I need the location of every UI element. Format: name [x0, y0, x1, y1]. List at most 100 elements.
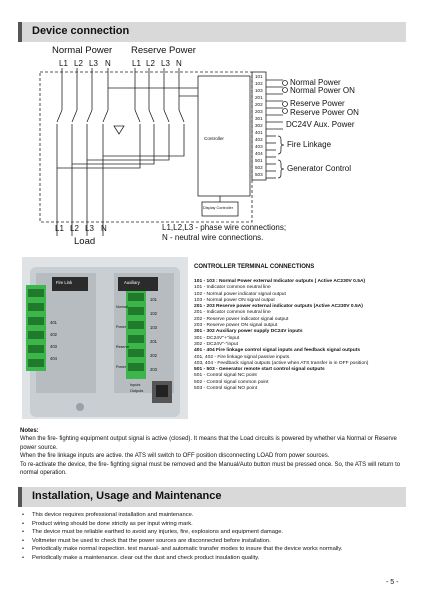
normal-power-label: Normal Power: [52, 45, 113, 56]
section-header-device-connection: Device connection: [18, 22, 406, 42]
section-header-installation: Installation, Usage and Maintenance: [18, 487, 406, 507]
normal-phase-n: N: [105, 59, 111, 68]
terminal-line: 301 - DC24V"+"input: [194, 335, 240, 341]
notes-block: Notes: When the fire- fighting equipment…: [20, 427, 410, 477]
photo-terminal-401: 401: [50, 320, 57, 325]
photo-terminal-203: 203: [150, 367, 157, 372]
terminal-line: 501 - Control signal NC point: [194, 373, 257, 379]
photo-label-fire-link: Fire Link: [56, 280, 73, 285]
load-phase-l3: L3: [85, 224, 94, 233]
output-reserve-power-on: Reserve Power ON: [290, 108, 359, 117]
output-normal-power: Normal Power: [290, 78, 341, 87]
load-phase-l1: L1: [55, 224, 64, 233]
load-phase-l2: L2: [70, 224, 79, 233]
normal-phase-l2: L2: [74, 59, 83, 68]
notes-paragraph-3: To re-activate the device, the fire- fig…: [20, 461, 401, 477]
list-item: The device must be reliable earthed to a…: [22, 528, 407, 537]
terminal-line: 201 - Indicator common neutral line: [194, 310, 271, 316]
terminal-line: 401, 402 - Fire linkage signal passive i…: [194, 354, 290, 360]
installation-list: This device requires professional instal…: [22, 511, 407, 563]
terminal-302: 302: [255, 123, 263, 128]
terminals-title: CONTROLLER TERMINAL CONNECTIONS: [194, 264, 315, 270]
list-item: This device requires professional instal…: [22, 511, 407, 520]
controller-photo-drawing: [22, 257, 188, 419]
terminal-203: 203: [255, 109, 263, 114]
legend-line-2: N - neutral wire connections.: [162, 233, 264, 242]
list-item: Periodically make normal inspection. tes…: [22, 545, 407, 554]
notes-heading: Notes:: [20, 428, 39, 434]
terminal-501: 501: [255, 158, 263, 163]
terminal-line: 301 - 302 Auxiliary power supply DC24V i…: [194, 329, 303, 335]
terminal-line: 401 - 404 Fire linkage control signal in…: [194, 348, 361, 354]
reserve-phase-l3: L3: [161, 59, 170, 68]
wiring-diagram: [39, 68, 288, 236]
legend-line-1: L1,L2,L3 - phase wire connections;: [162, 223, 287, 232]
photo-terminal-402: 402: [50, 332, 57, 337]
terminal-403: 403: [255, 144, 263, 149]
output-fire-linkage: Fire Linkage: [287, 140, 332, 149]
photo-small-label-normal: Normal: [116, 305, 128, 309]
photo-small-label-power-1: Power: [116, 325, 127, 329]
terminal-401: 401: [255, 130, 263, 135]
notes-paragraph-2: When the fire linkage inputs are active.…: [20, 453, 330, 460]
terminal-line: 202 - Reserve power indicator signal out…: [194, 316, 289, 322]
terminal-404: 404: [255, 151, 263, 156]
list-item: Voltmeter must be used to check that the…: [22, 537, 407, 546]
photo-terminal-403: 403: [50, 344, 57, 349]
photo-left-terminals: 401 402 403 404: [50, 317, 57, 365]
terminal-line: 403, 404 - Feedback signal outputs (acti…: [194, 360, 369, 366]
terminal-line: 102 - Normal power indicator signal outp…: [194, 291, 286, 297]
controller-label: Controller: [204, 136, 224, 141]
photo-terminal-103: 103: [150, 325, 157, 330]
display-controller-label: Display Controller: [203, 206, 233, 210]
section-title: Installation, Usage and Maintenance: [32, 490, 222, 502]
photo-right-terminals: 101 102 103 201 202 203: [150, 293, 157, 377]
list-item: Product wiring should be done strictly a…: [22, 520, 407, 529]
notes-paragraph-1: When the fire- fighting equipment output…: [20, 436, 397, 451]
photo-terminal-102: 102: [150, 311, 157, 316]
terminal-number-column: 101 102 103 201 202 203 301 302 401 402 …: [255, 73, 263, 178]
normal-phase-l3: L3: [89, 59, 98, 68]
load-label: Load: [74, 236, 96, 247]
page-number: - 5 -: [386, 579, 399, 586]
output-reserve-power: Reserve Power: [290, 99, 345, 108]
reserve-phase-l1: L1: [132, 59, 141, 68]
photo-small-label-reserve: Reserve: [116, 345, 130, 349]
terminal-lines: 101 - 103 : Normal Power external Indica…: [194, 279, 409, 392]
terminal-103: 103: [255, 88, 263, 93]
terminal-line: 502 - Control signal common point: [194, 379, 269, 385]
photo-right-small-labels: Normal Power Reserve Power: [116, 297, 129, 377]
photo-terminal-202: 202: [150, 353, 157, 358]
output-dc24v: DC24V Aux. Power: [286, 120, 355, 129]
photo-terminal-101: 101: [150, 297, 157, 302]
normal-phase-l1: L1: [59, 59, 68, 68]
terminal-line: 101 - Indicator common neutral line: [194, 285, 271, 291]
section-title: Device connection: [32, 25, 130, 37]
photo-small-label-power-2: Power: [116, 365, 127, 369]
terminal-202: 202: [255, 102, 263, 107]
terminal-301: 301: [255, 116, 263, 121]
load-phase-n: N: [101, 224, 107, 233]
output-normal-power-on: Normal Power ON: [290, 86, 355, 95]
reserve-phase-n: N: [176, 59, 182, 68]
terminal-line: 503 - Control signal NO point: [194, 386, 258, 392]
terminal-101: 101: [255, 74, 263, 79]
reserve-power-label: Reserve Power: [131, 45, 196, 56]
photo-terminal-201: 201: [150, 339, 157, 344]
terminal-102: 102: [255, 81, 263, 86]
controller-photo: Fire Link Auxiliary 401 402 403 404 101 …: [22, 257, 188, 419]
terminal-502: 502: [255, 165, 263, 170]
terminal-line: 302 - DC24V"-"input: [194, 341, 238, 347]
output-generator-control: Generator Control: [287, 164, 352, 173]
terminal-402: 402: [255, 137, 263, 142]
photo-terminal-404: 404: [50, 356, 57, 361]
terminal-line: 103 - Normal power ON signal output: [194, 297, 275, 303]
photo-label-outputs: Outputs: [130, 389, 144, 393]
photo-label-inputs: Inputs: [130, 383, 141, 387]
terminal-line: 501 - 503 - Generator remote start contr…: [194, 367, 325, 373]
photo-label-auxiliary: Auxiliary: [124, 280, 140, 285]
terminal-201: 201: [255, 95, 263, 100]
terminal-line: 203 - Reserve power ON signal output: [194, 323, 278, 329]
reserve-phase-l2: L2: [146, 59, 155, 68]
terminal-line: 201 - 203 Reserve power external indicat…: [194, 304, 363, 310]
